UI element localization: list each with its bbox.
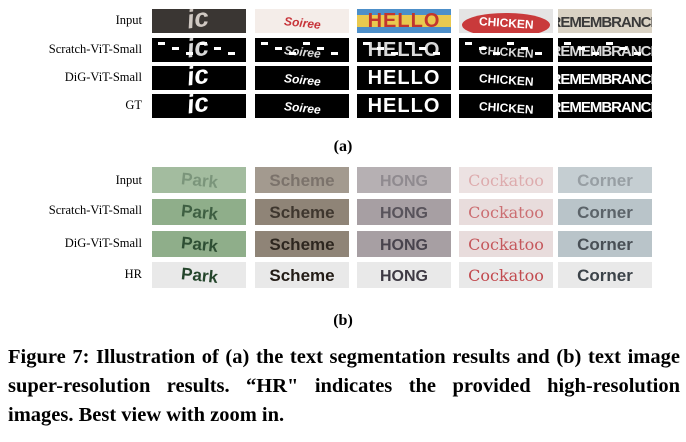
svg-text:Soiree: Soiree bbox=[283, 14, 321, 32]
seg-tile-r3-c2: HELLO bbox=[357, 94, 451, 118]
seg-tile-r0-c3: CHICKEN bbox=[459, 9, 553, 33]
svg-text:HELLO: HELLO bbox=[368, 10, 441, 32]
svg-text:HONG: HONG bbox=[380, 237, 428, 254]
sr-tile-r0-c0: Park bbox=[152, 167, 246, 193]
seg-tile-r0-c1: Soiree bbox=[255, 9, 349, 33]
seg-tile-r3-c3: CHICKEN bbox=[459, 94, 553, 118]
panel-label-b: (b) bbox=[333, 312, 353, 329]
svg-text:HELLO: HELLO bbox=[368, 95, 441, 117]
sr-tile-r0-c3: Cockatoo bbox=[459, 167, 553, 193]
sr-tile-r2-c2: HONG bbox=[357, 231, 451, 257]
svg-text:Cockatoo: Cockatoo bbox=[468, 203, 544, 222]
svg-text:Scheme: Scheme bbox=[269, 266, 334, 285]
seg-tile-r3-c0: ic bbox=[152, 94, 246, 118]
seg-tile-r0-c2: HELLO bbox=[357, 9, 451, 33]
sr-tile-r1-c2: HONG bbox=[357, 199, 451, 225]
figure-caption: Figure 7: Illustration of (a) the text s… bbox=[8, 346, 680, 426]
row-label-b-hr: HR bbox=[124, 267, 142, 281]
sr-tile-r2-c0: Park bbox=[152, 231, 246, 257]
svg-text:Cockatoo: Cockatoo bbox=[468, 235, 544, 254]
svg-text:Scheme: Scheme bbox=[269, 203, 334, 222]
svg-text:Soiree: Soiree bbox=[283, 43, 321, 61]
seg-tile-r2-c4: REMEMBRANCE bbox=[558, 66, 652, 90]
svg-text:Cockatoo: Cockatoo bbox=[468, 266, 544, 285]
svg-text:HELLO: HELLO bbox=[368, 39, 441, 61]
svg-text:HONG: HONG bbox=[380, 205, 428, 222]
seg-tile-r2-c2: HELLO bbox=[357, 66, 451, 90]
seg-tile-r1-c0: ic bbox=[152, 38, 246, 62]
svg-text:Scheme: Scheme bbox=[269, 171, 334, 190]
sr-tile-r1-c0: Park bbox=[152, 199, 246, 225]
svg-text:REMEMBRANCE: REMEMBRANCE bbox=[558, 43, 652, 60]
seg-tile-r1-c3: CHICKEN bbox=[459, 38, 553, 62]
sr-tile-r0-c1: Scheme bbox=[255, 167, 349, 193]
svg-text:ic: ic bbox=[185, 94, 211, 118]
sr-tile-r3-c4: Corner bbox=[558, 262, 652, 288]
seg-tile-r1-c1: Soiree bbox=[255, 38, 349, 62]
seg-tile-r0-c0: ic bbox=[152, 9, 246, 33]
svg-text:HONG: HONG bbox=[380, 173, 428, 190]
svg-text:Park: Park bbox=[180, 233, 219, 256]
svg-text:REMEMBRANCE: REMEMBRANCE bbox=[558, 99, 652, 116]
svg-text:Park: Park bbox=[180, 201, 219, 224]
seg-tile-r1-c2: HELLO bbox=[357, 38, 451, 62]
row-label-b-scratch: Scratch-ViT-Small bbox=[48, 203, 142, 217]
svg-text:Cockatoo: Cockatoo bbox=[468, 171, 544, 190]
seg-tile-r2-c1: Soiree bbox=[255, 66, 349, 90]
seg-tile-r2-c0: ic bbox=[152, 66, 246, 90]
seg-tile-r2-c3: CHICKEN bbox=[459, 66, 553, 90]
svg-text:ic: ic bbox=[185, 66, 211, 90]
seg-tile-r0-c4: REMEMBRANCE bbox=[558, 9, 652, 33]
sr-tile-r2-c4: Corner bbox=[558, 231, 652, 257]
sr-tile-r2-c3: Cockatoo bbox=[459, 231, 553, 257]
svg-text:CHICKEN: CHICKEN bbox=[479, 43, 535, 61]
seg-tile-r3-c1: Soiree bbox=[255, 94, 349, 118]
row-label-a-dig: DiG-ViT-Small bbox=[64, 70, 142, 84]
seg-tile-r3-c4: REMEMBRANCE bbox=[558, 94, 652, 118]
row-label-b-dig: DiG-ViT-Small bbox=[64, 236, 142, 250]
sr-tile-r0-c2: HONG bbox=[357, 167, 451, 193]
svg-text:Corner: Corner bbox=[577, 235, 633, 254]
sr-tile-r3-c2: HONG bbox=[357, 262, 451, 288]
svg-text:Soiree: Soiree bbox=[283, 99, 321, 117]
svg-text:REMEMBRANCE: REMEMBRANCE bbox=[558, 14, 652, 31]
svg-text:Scheme: Scheme bbox=[269, 235, 334, 254]
svg-text:HELLO: HELLO bbox=[368, 67, 441, 89]
row-label-a-gt: GT bbox=[125, 98, 142, 112]
svg-text:Soiree: Soiree bbox=[283, 71, 321, 89]
sr-tile-r2-c1: Scheme bbox=[255, 231, 349, 257]
svg-text:Corner: Corner bbox=[577, 266, 633, 285]
svg-text:ic: ic bbox=[185, 9, 211, 33]
svg-text:ic: ic bbox=[185, 38, 211, 62]
svg-text:CHICKEN: CHICKEN bbox=[479, 14, 535, 32]
sr-tile-r1-c3: Cockatoo bbox=[459, 199, 553, 225]
svg-text:REMEMBRANCE: REMEMBRANCE bbox=[558, 71, 652, 88]
seg-tile-r1-c4: REMEMBRANCE bbox=[558, 38, 652, 62]
sr-tile-r0-c4: Corner bbox=[558, 167, 652, 193]
svg-text:Corner: Corner bbox=[577, 171, 633, 190]
sr-tile-r3-c1: Scheme bbox=[255, 262, 349, 288]
row-label-a-scratch: Scratch-ViT-Small bbox=[48, 42, 142, 56]
svg-text:CHICKEN: CHICKEN bbox=[479, 71, 535, 89]
row-label-a-input: Input bbox=[115, 13, 142, 27]
sr-tile-r1-c1: Scheme bbox=[255, 199, 349, 225]
sr-tile-r1-c4: Corner bbox=[558, 199, 652, 225]
panel-label-a: (a) bbox=[333, 138, 353, 155]
svg-text:HONG: HONG bbox=[380, 268, 428, 285]
svg-text:Park: Park bbox=[180, 169, 219, 192]
sr-tile-r3-c0: Park bbox=[152, 262, 246, 288]
svg-text:CHICKEN: CHICKEN bbox=[479, 99, 535, 117]
sr-tile-r3-c3: Cockatoo bbox=[459, 262, 553, 288]
svg-text:Park: Park bbox=[180, 264, 219, 287]
svg-text:Corner: Corner bbox=[577, 203, 633, 222]
row-label-b-input: Input bbox=[115, 173, 142, 187]
